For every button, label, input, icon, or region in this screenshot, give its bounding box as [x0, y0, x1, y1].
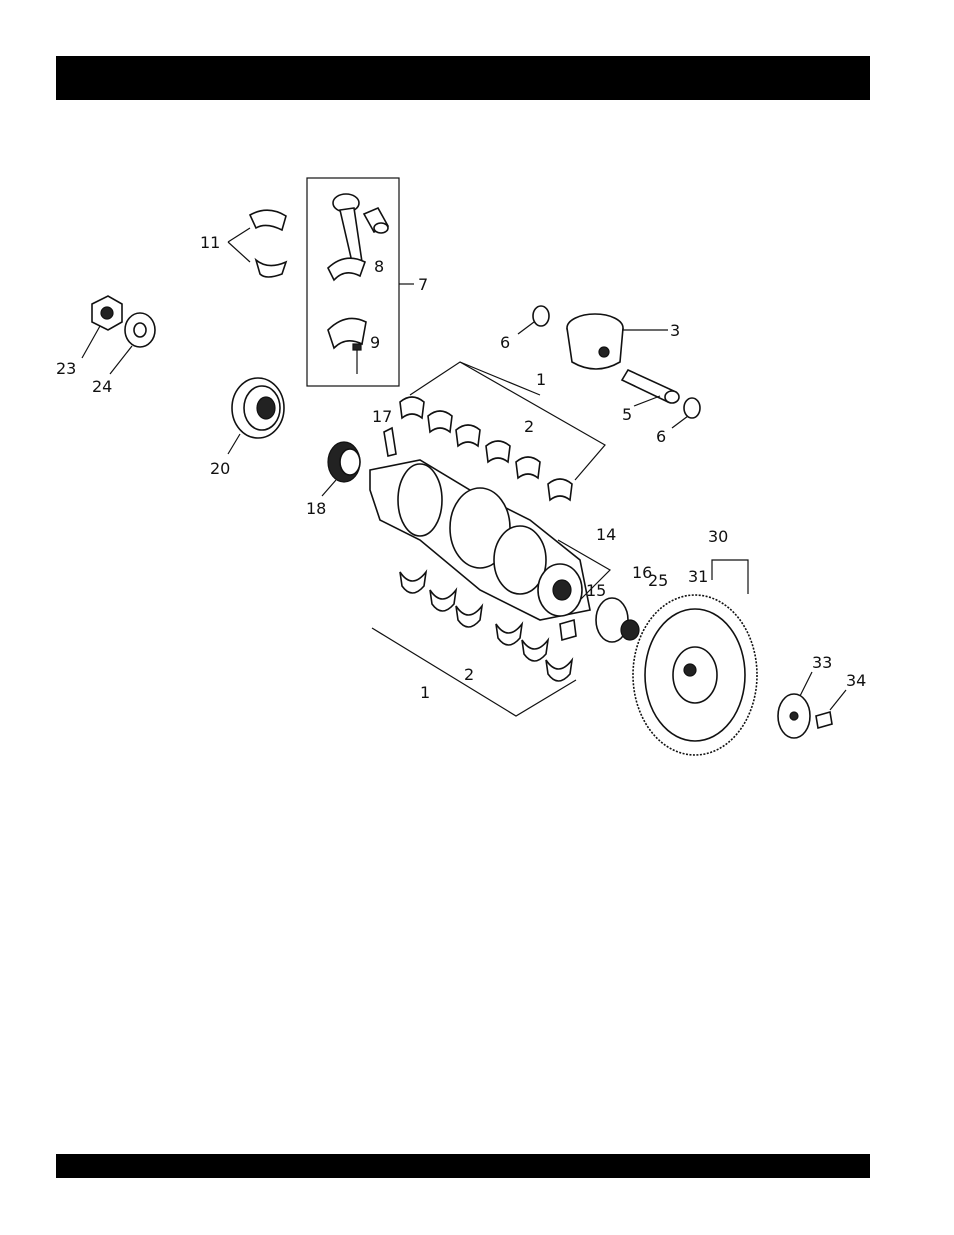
- callout-7: 7: [418, 275, 428, 294]
- callout-18: 18: [306, 499, 326, 518]
- callout-1-upper: 1: [536, 370, 546, 389]
- rod-bolt: [353, 344, 361, 374]
- callout-11: 11: [200, 233, 220, 252]
- callout-31: 31: [688, 567, 708, 586]
- callout-24: 24: [92, 377, 112, 396]
- callout-1-lower: 1: [420, 683, 430, 702]
- callout-17: 17: [372, 407, 392, 426]
- spacer: [621, 620, 639, 640]
- piston: [567, 314, 623, 369]
- washer: [125, 313, 155, 347]
- crank-pulley: [232, 378, 284, 438]
- callout-14: 14: [596, 525, 616, 544]
- callout-20: 20: [210, 459, 230, 478]
- callout-34: 34: [846, 671, 866, 690]
- key: [384, 428, 396, 456]
- crank-nut: [92, 296, 122, 330]
- snap-ring: [533, 306, 549, 326]
- callout-5: 5: [622, 405, 632, 424]
- flywheel: [633, 595, 757, 755]
- callout-8: 8: [374, 257, 384, 276]
- callout-6-right: 6: [656, 427, 666, 446]
- callout-9: 9: [370, 333, 380, 352]
- snap-ring: [684, 398, 700, 418]
- piston-pin: [622, 370, 679, 403]
- crank-gear: [328, 442, 360, 482]
- flywheel-bolt: [816, 712, 832, 728]
- connecting-rod: [328, 194, 365, 280]
- connecting-rod-bushing: [364, 208, 388, 233]
- dowel-pin: [560, 620, 576, 640]
- callout-33: 33: [812, 653, 832, 672]
- callout-15: 15: [586, 581, 606, 600]
- rod-bearing-halves: [250, 210, 286, 277]
- callout-25: 25: [648, 571, 668, 590]
- callout-2-lower: 2: [464, 665, 474, 684]
- callout-30: 30: [708, 527, 728, 546]
- callout-6-left: 6: [500, 333, 510, 352]
- callout-3: 3: [670, 321, 680, 340]
- callout-23: 23: [56, 359, 76, 378]
- callout-2-upper: 2: [524, 417, 534, 436]
- flywheel-plate: [778, 694, 810, 738]
